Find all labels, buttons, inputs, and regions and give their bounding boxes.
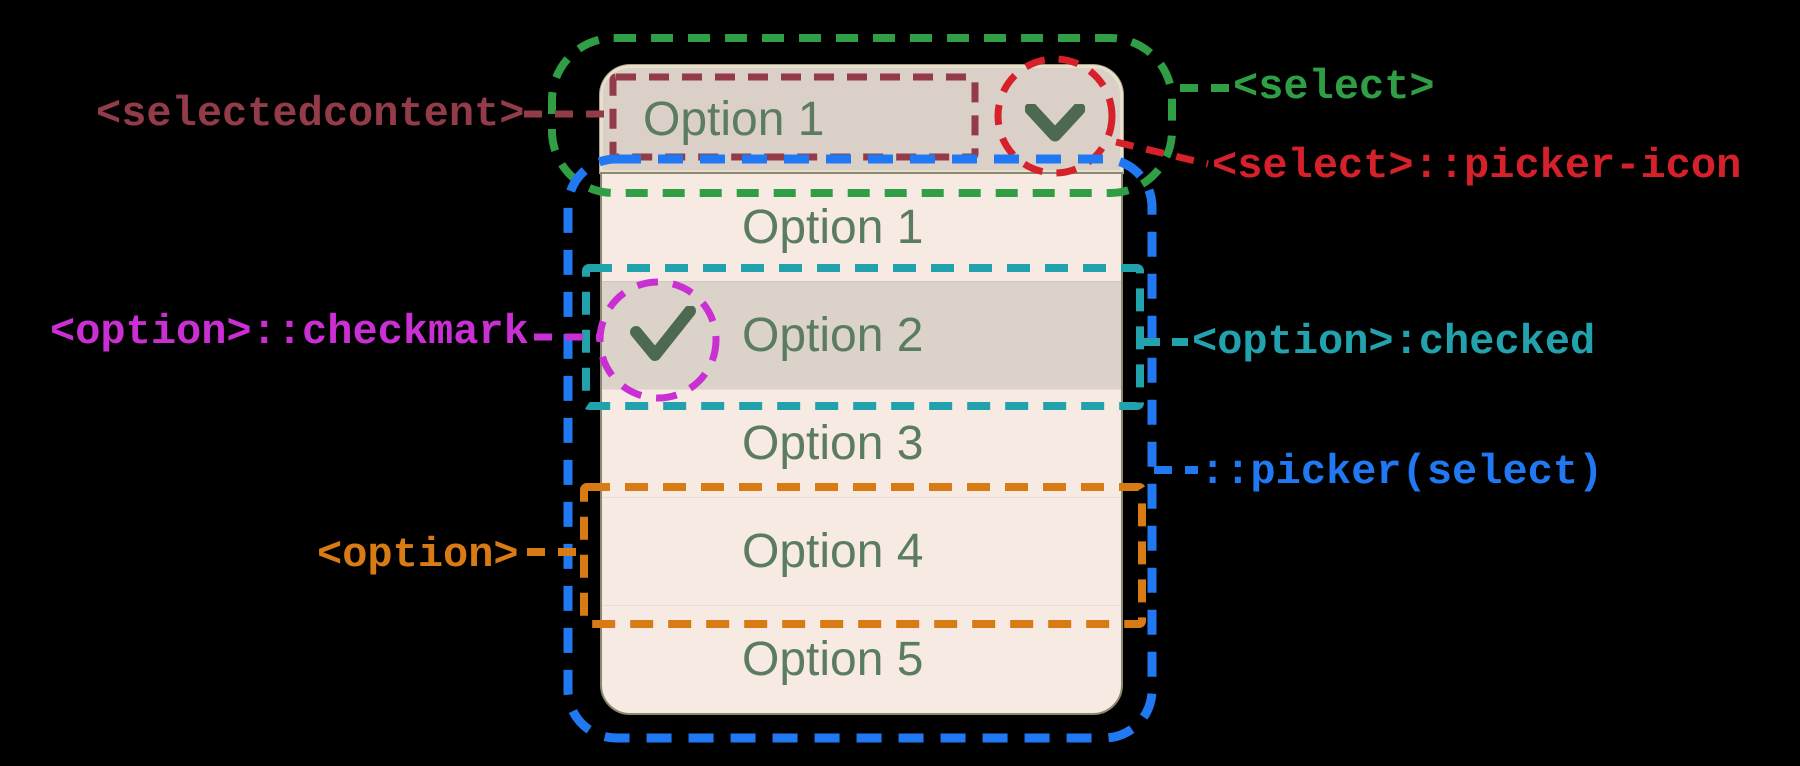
picker-dropdown: Option 1 Option 2 Option 3 Option 4 Opti… [600,172,1123,715]
checkmark-icon [630,306,696,361]
label-option-checkmark: <option>::checkmark [50,308,529,356]
option-label: Option 2 [742,309,924,362]
selected-content-text: Option 1 [643,92,825,146]
picker-icon-connector [1115,138,1209,168]
option-4[interactable]: Option 4 [602,497,1121,605]
label-picker-select: ::picker(select) [1200,448,1604,496]
option-5[interactable]: Option 5 [602,605,1121,713]
option-label: Option 3 [742,417,924,470]
chevron-down-icon [1025,104,1085,142]
option-label: Option 1 [742,201,924,254]
option-1[interactable]: Option 1 [602,174,1121,281]
label-option-checked: <option>:checked [1192,318,1596,366]
label-selectedcontent: <selectedcontent> [96,90,525,138]
option-label: Option 5 [742,633,924,686]
label-select: <select> [1233,63,1435,111]
option-3[interactable]: Option 3 [602,389,1121,497]
option-label: Option 4 [742,525,924,578]
select-control[interactable]: Option 1 [600,65,1123,173]
label-picker-icon: <select>::picker-icon [1212,142,1742,190]
label-option: <option> [317,531,519,579]
